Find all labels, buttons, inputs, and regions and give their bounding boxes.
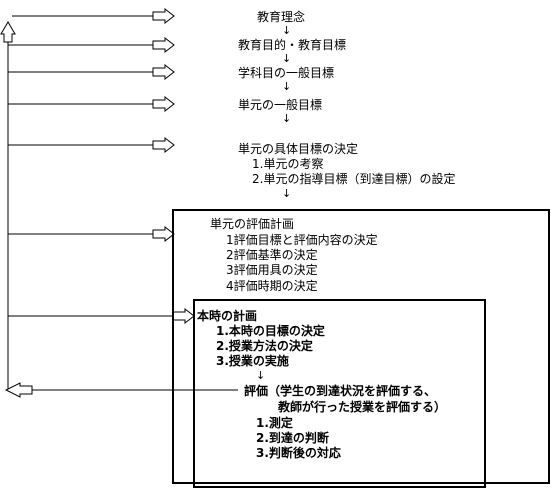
feed-arrow-5	[8, 136, 175, 154]
evaluation-plan-box	[172, 209, 550, 484]
return-arrow	[4, 382, 238, 398]
lesson-plan-item-2: 2.授業方法の決定	[216, 339, 313, 353]
lesson-plan-item-1: 1.本時の目標の決定	[216, 324, 325, 338]
evaluation-item-1: 1.測定	[256, 416, 293, 430]
down-arrow-2: ↓	[282, 52, 292, 65]
lesson-plan-box	[193, 299, 486, 488]
evaluation-plan-title: 単元の評価計画	[210, 217, 295, 231]
evaluation-item-2: 2.到達の判断	[256, 431, 329, 445]
evaluation-plan-item-2: 2評価基準の決定	[226, 248, 318, 262]
down-arrow-4: ↓	[282, 112, 292, 125]
feed-arrow-4	[8, 95, 175, 113]
down-arrow-3: ↓	[282, 80, 292, 93]
feed-arrow-3	[8, 63, 175, 81]
step-philosophy: 教育理念	[257, 10, 306, 24]
evaluation-plan-item-1: 1評価目標と評価内容の決定	[226, 233, 378, 247]
step-unit-general-goal: 単元の一般目標	[238, 98, 323, 112]
feedback-up-arrow	[0, 21, 16, 43]
feed-arrow-1	[12, 7, 175, 25]
lesson-plan-title: 本時の計画	[197, 309, 258, 323]
unit-goal-decision-item-2: 2.単元の指導目標（到達目標）の設定	[252, 172, 456, 186]
down-arrow-5: ↓	[282, 187, 292, 200]
feed-arrow-7	[8, 307, 195, 325]
step-education-goal: 教育目的・教育目標	[238, 38, 347, 52]
feed-arrow-6	[8, 225, 175, 243]
evaluation-line-2: 教師が行った授業を評価する）	[278, 400, 447, 414]
evaluation-line-1: 評価（学生の到達状況を評価する、	[244, 384, 437, 398]
unit-goal-decision-item-1: 1.単元の考察	[252, 157, 324, 171]
evaluation-plan-item-3: 3評価用具の決定	[226, 263, 318, 277]
feed-arrow-2	[8, 36, 175, 54]
lesson-plan-item-3: 3.授業の実施	[216, 354, 289, 368]
step-subject-goal: 学科目の一般目標	[238, 66, 335, 80]
unit-goal-decision-title: 単元の具体目標の決定	[238, 142, 359, 156]
down-arrow-1: ↓	[282, 24, 292, 37]
evaluation-item-3: 3.判断後の対応	[256, 446, 341, 460]
evaluation-plan-item-4: 4評価時期の決定	[226, 279, 318, 293]
down-arrow-6: ↓	[256, 369, 266, 382]
